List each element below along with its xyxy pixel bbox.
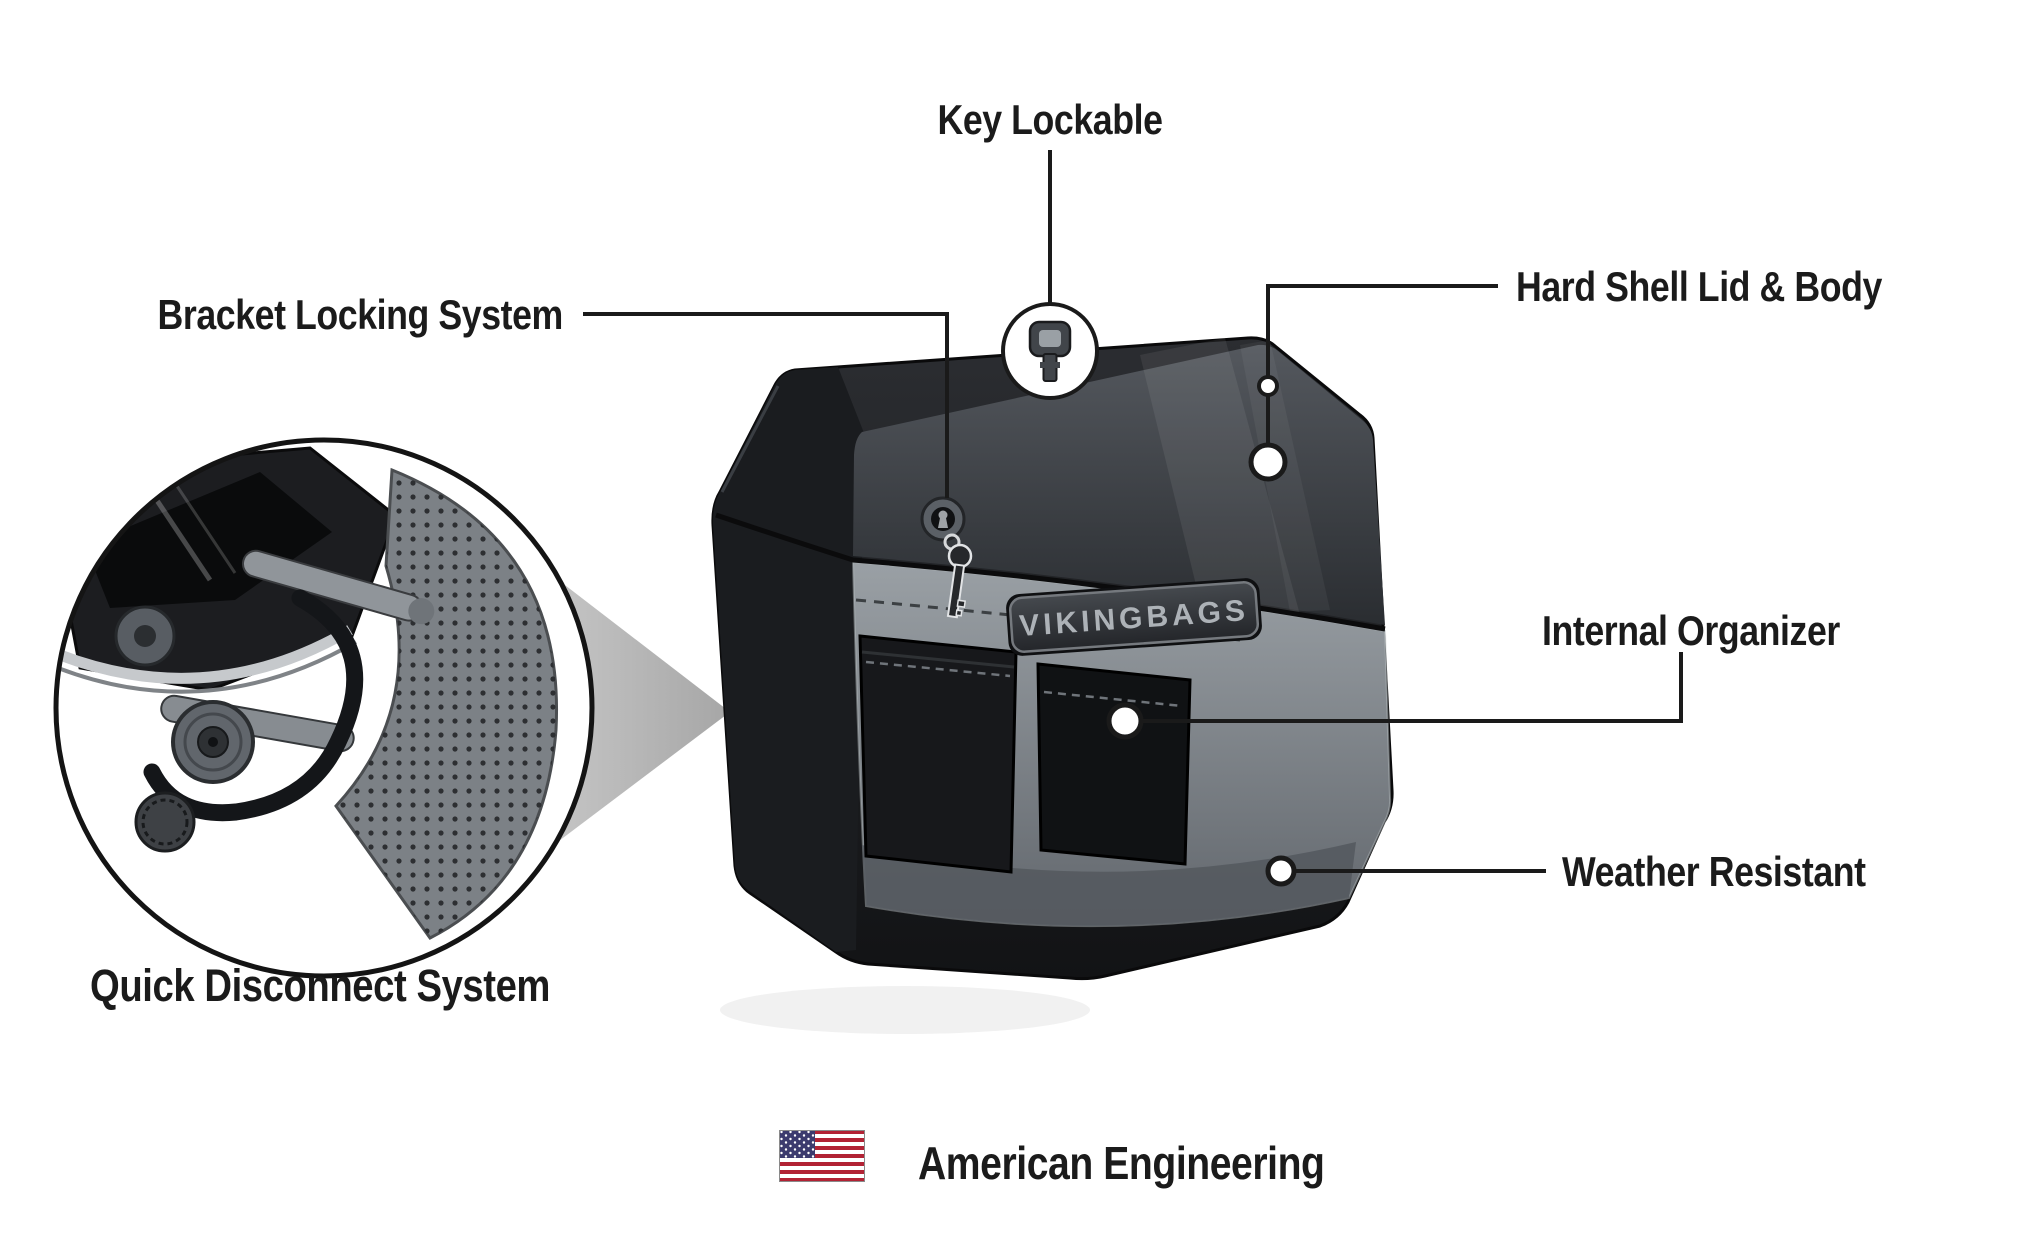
inset-chrome-trim bbox=[58, 625, 353, 684]
callout-label-weather-resistant: Weather Resistant bbox=[1562, 848, 1866, 895]
inset-knurled-knob bbox=[134, 791, 196, 853]
callout-line-hard-shell bbox=[1266, 284, 1498, 376]
saddlebag: VIKINGBAGS bbox=[711, 336, 1394, 981]
callout-marker-weather bbox=[1265, 855, 1297, 887]
callout-label-quick-disconnect-system: Quick Disconnect System bbox=[90, 960, 551, 1011]
callout-lines bbox=[583, 150, 1683, 873]
footer-tagline: American Engineering bbox=[918, 1137, 1325, 1189]
quick-disconnect-inset bbox=[53, 437, 595, 979]
bag-interior-floor bbox=[862, 842, 1356, 927]
callout-label-hard-shell-lid-body: Hard Shell Lid & Body bbox=[1516, 263, 1882, 310]
callout-label-bracket-locking-system: Bracket Locking System bbox=[157, 291, 564, 338]
callout-marker-body bbox=[1248, 442, 1288, 482]
callout-marker-lid bbox=[1257, 375, 1279, 397]
bag-shadow bbox=[720, 986, 1090, 1034]
organizer-pocket-right bbox=[1036, 662, 1192, 866]
bag-lid-front bbox=[853, 344, 1385, 625]
inset-bolt-small bbox=[114, 605, 176, 667]
callout-label-key-lockable: Key Lockable bbox=[937, 96, 1163, 143]
keyhole-lock-icon bbox=[920, 496, 973, 619]
callout-marker-organizer bbox=[1106, 702, 1144, 740]
inset-perforated-panel bbox=[334, 467, 559, 940]
callout-line-bracket-locking bbox=[583, 312, 949, 498]
inset-bolt-large bbox=[171, 700, 255, 784]
organizer-pocket-left bbox=[858, 634, 1018, 874]
us-flag-icon bbox=[779, 1130, 865, 1182]
bag-side-face bbox=[712, 367, 864, 952]
key-icon bbox=[1001, 302, 1099, 400]
callout-line-internal-organizer bbox=[1142, 652, 1683, 723]
brand-plate: VIKINGBAGS bbox=[1006, 578, 1262, 656]
inset-circle-border bbox=[53, 437, 595, 979]
callout-label-internal-organizer: Internal Organizer bbox=[1542, 607, 1840, 654]
inset-bracket-rod-upper bbox=[241, 549, 435, 625]
